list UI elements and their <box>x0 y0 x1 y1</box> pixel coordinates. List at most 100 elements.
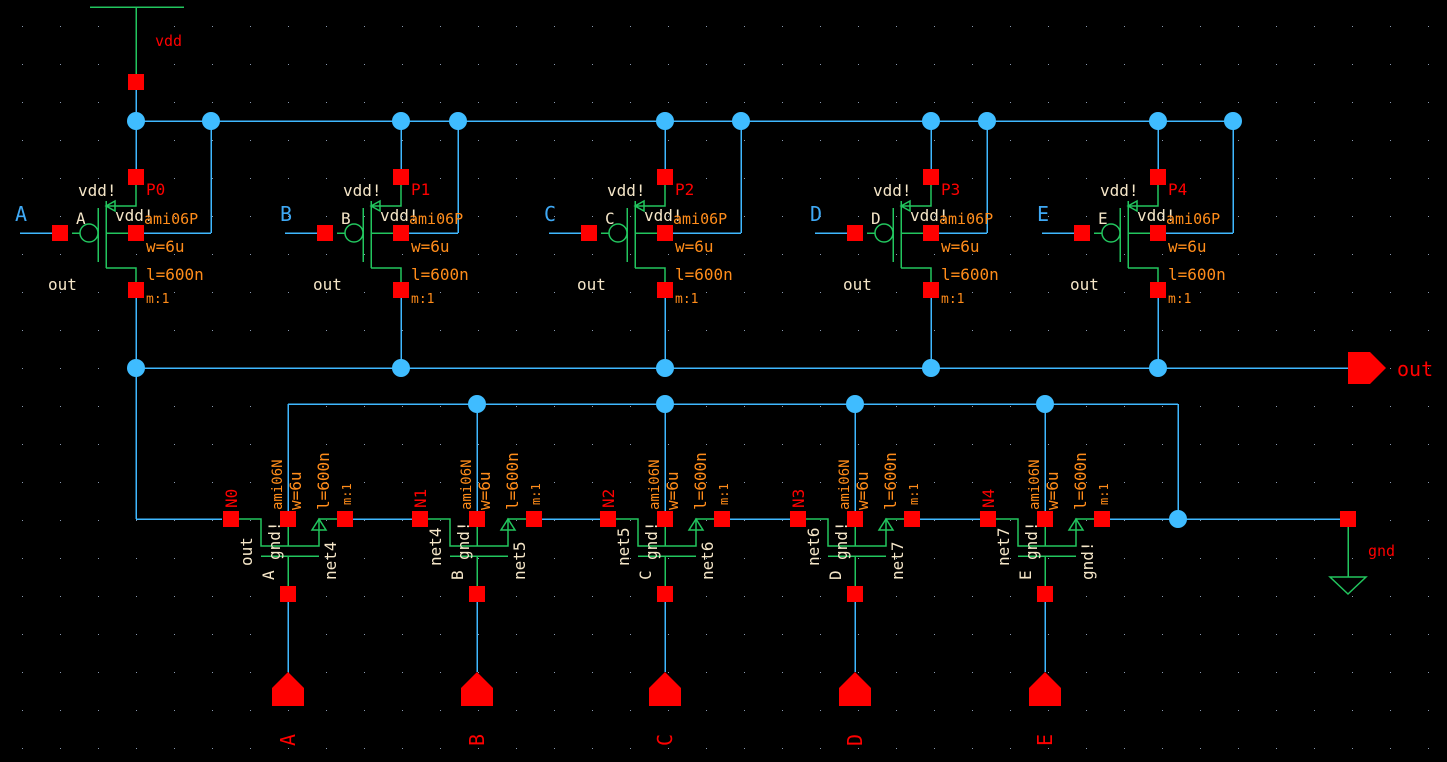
grid-dot <box>1428 216 1429 217</box>
junction-dot <box>127 112 145 130</box>
pmos-gate-pin[interactable] <box>317 225 333 241</box>
grid-dot <box>820 672 821 673</box>
nmos-body-pin[interactable] <box>280 511 296 527</box>
pmos-body-pin[interactable] <box>1150 225 1166 241</box>
pmos-body-pin[interactable] <box>657 225 673 241</box>
grid-dot <box>1314 634 1315 635</box>
pmos-drain-pin[interactable] <box>393 282 409 298</box>
grid-dot <box>972 748 973 749</box>
nmos-channel-leads[interactable] <box>239 518 337 547</box>
grid-dot <box>326 748 327 749</box>
nmos-gate-pin[interactable] <box>280 586 296 602</box>
nmos-source-pin[interactable] <box>714 511 730 527</box>
grid-dot <box>934 634 935 635</box>
input-pin-icon[interactable] <box>272 672 304 706</box>
pmos-source-pin[interactable] <box>128 169 144 185</box>
pmos-gate-pin[interactable] <box>847 225 863 241</box>
grid-dot <box>1162 596 1163 597</box>
grid-dot <box>858 216 859 217</box>
pmos-source-lead[interactable] <box>1128 185 1159 207</box>
nmos-channel-leads[interactable] <box>806 518 904 547</box>
pmos-gate-pin[interactable] <box>1074 225 1090 241</box>
nmos-body-pin[interactable] <box>469 511 485 527</box>
grid-dot <box>98 520 99 521</box>
gnd-label: gnd <box>1368 542 1395 560</box>
pmos-source-pin[interactable] <box>393 169 409 185</box>
nmos-channel-leads[interactable] <box>996 518 1094 547</box>
grid-dot <box>22 216 23 217</box>
grid-dot <box>1048 292 1049 293</box>
pmos-drain-pin[interactable] <box>1150 282 1166 298</box>
grid-dot <box>402 140 403 141</box>
pmos-body-pin[interactable] <box>128 225 144 241</box>
grid-dot <box>858 102 859 103</box>
input-pin-icon[interactable] <box>839 672 871 706</box>
input-pin-icon[interactable] <box>1029 672 1061 706</box>
pmos-drain-pin[interactable] <box>923 282 939 298</box>
nmos-gate-pin[interactable] <box>469 586 485 602</box>
pmos-drain-pin[interactable] <box>128 282 144 298</box>
grid-dot <box>592 558 593 559</box>
nmos-gate-pin[interactable] <box>847 586 863 602</box>
nmos-body-pin[interactable] <box>1037 511 1053 527</box>
grid-dot <box>1428 444 1429 445</box>
nmos-body-pin[interactable] <box>847 511 863 527</box>
nmos-source-pin[interactable] <box>526 511 542 527</box>
grid-dot <box>516 672 517 673</box>
grid-dot <box>1390 672 1391 673</box>
pmos-body-pin[interactable] <box>923 225 939 241</box>
grid-dot <box>744 26 745 27</box>
grid-dot <box>364 520 365 521</box>
pmos-source-lead[interactable] <box>635 185 666 207</box>
pmos-drain-pin[interactable] <box>657 282 673 298</box>
pmos-body-pin[interactable] <box>393 225 409 241</box>
nmos-channel-leads[interactable] <box>428 518 526 547</box>
grid-dot <box>1086 748 1087 749</box>
nmos-source-pin[interactable] <box>904 511 920 527</box>
input-pin-icon[interactable] <box>649 672 681 706</box>
nmos-drain-pin[interactable] <box>980 511 996 527</box>
grid-dot <box>668 672 669 673</box>
gnd-pin[interactable] <box>1340 511 1356 527</box>
grid-dot <box>554 140 555 141</box>
grid-dot <box>1162 216 1163 217</box>
grid-dot <box>858 26 859 27</box>
pmos-source-pin[interactable] <box>1150 169 1166 185</box>
nmos-source-pin[interactable] <box>1094 511 1110 527</box>
grid-dot <box>22 102 23 103</box>
input-pin-label: A <box>276 734 300 746</box>
pmos-length: l=600n <box>1168 265 1226 284</box>
nmos-body-pin[interactable] <box>657 511 673 527</box>
pmos-source-pin[interactable] <box>923 169 939 185</box>
grid-dot <box>250 406 251 407</box>
grid-dot <box>174 216 175 217</box>
pmos-gate-pin[interactable] <box>581 225 597 241</box>
grid-dot <box>1162 140 1163 141</box>
input-pin-icon[interactable] <box>461 672 493 706</box>
nmos-gate-pin[interactable] <box>657 586 673 602</box>
grid-dot <box>592 520 593 521</box>
pmos-model: ami06P <box>409 210 463 228</box>
nmos-gate-pin[interactable] <box>1037 586 1053 602</box>
nmos-drain-pin[interactable] <box>412 511 428 527</box>
nmos-source-pin[interactable] <box>337 511 353 527</box>
pmos-source-lead[interactable] <box>106 185 137 207</box>
nmos-drain-pin[interactable] <box>790 511 806 527</box>
grid-dot <box>1352 330 1353 331</box>
nmos-arrow-icon <box>1067 517 1085 531</box>
pmos-source-lead[interactable] <box>371 185 402 207</box>
nmos-width: w=6u <box>286 471 305 510</box>
pmos-gate-pin[interactable] <box>52 225 68 241</box>
grid-dot <box>60 634 61 635</box>
nmos-channel-leads[interactable] <box>616 518 714 547</box>
out-pin-icon[interactable] <box>1348 352 1386 384</box>
nmos-drain-pin[interactable] <box>223 511 239 527</box>
grid-dot <box>1124 178 1125 179</box>
vdd-pin[interactable] <box>128 74 144 90</box>
pmos-source-pin[interactable] <box>657 169 673 185</box>
nmos-drain-pin[interactable] <box>600 511 616 527</box>
grid-dot <box>516 710 517 711</box>
grid-dot <box>516 520 517 521</box>
pmos-source-lead[interactable] <box>901 185 932 207</box>
